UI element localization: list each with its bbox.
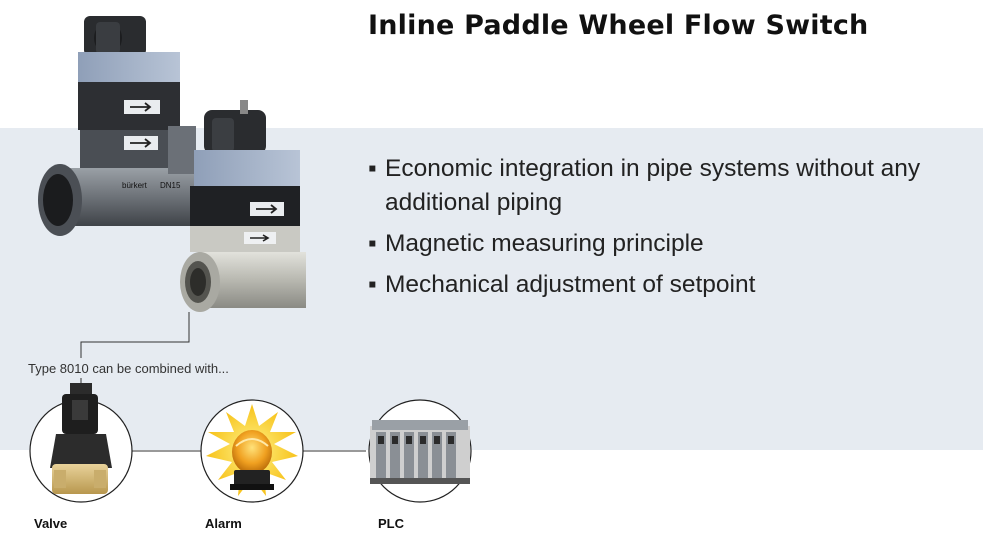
feature-item: ▪ Mechanical adjustment of setpoint <box>368 268 968 302</box>
page-title: Inline Paddle Wheel Flow Switch <box>368 10 869 41</box>
feature-text: Economic integration in pipe systems wit… <box>385 155 921 216</box>
valve-label: Valve <box>34 516 68 531</box>
pvc-flow-switch: bürkert DN15 <box>38 16 196 236</box>
alarm-icon <box>200 399 304 503</box>
bullet-icon: ▪ <box>368 271 377 298</box>
stainless-flow-switch <box>180 100 306 312</box>
feature-text: Mechanical adjustment of setpoint <box>385 271 756 298</box>
size-mark: DN15 <box>160 181 181 190</box>
connector-line <box>80 312 190 358</box>
feature-text: Magnetic measuring principle <box>385 230 704 257</box>
combination-caption: Type 8010 can be combined with... <box>28 361 229 376</box>
bullet-icon: ▪ <box>368 155 377 182</box>
alarm-label: Alarm <box>205 516 242 531</box>
feature-item: ▪ Magnetic measuring principle <box>368 227 968 261</box>
bullet-icon: ▪ <box>368 230 377 257</box>
feature-item: ▪ Economic integration in pipe systems wi… <box>368 152 968 220</box>
plc-icon <box>368 399 472 503</box>
brand-mark: bürkert <box>122 181 148 190</box>
feature-list: ▪ Economic integration in pipe systems wi… <box>368 152 968 309</box>
plc-label: PLC <box>378 516 404 531</box>
valve-icon <box>29 383 133 503</box>
